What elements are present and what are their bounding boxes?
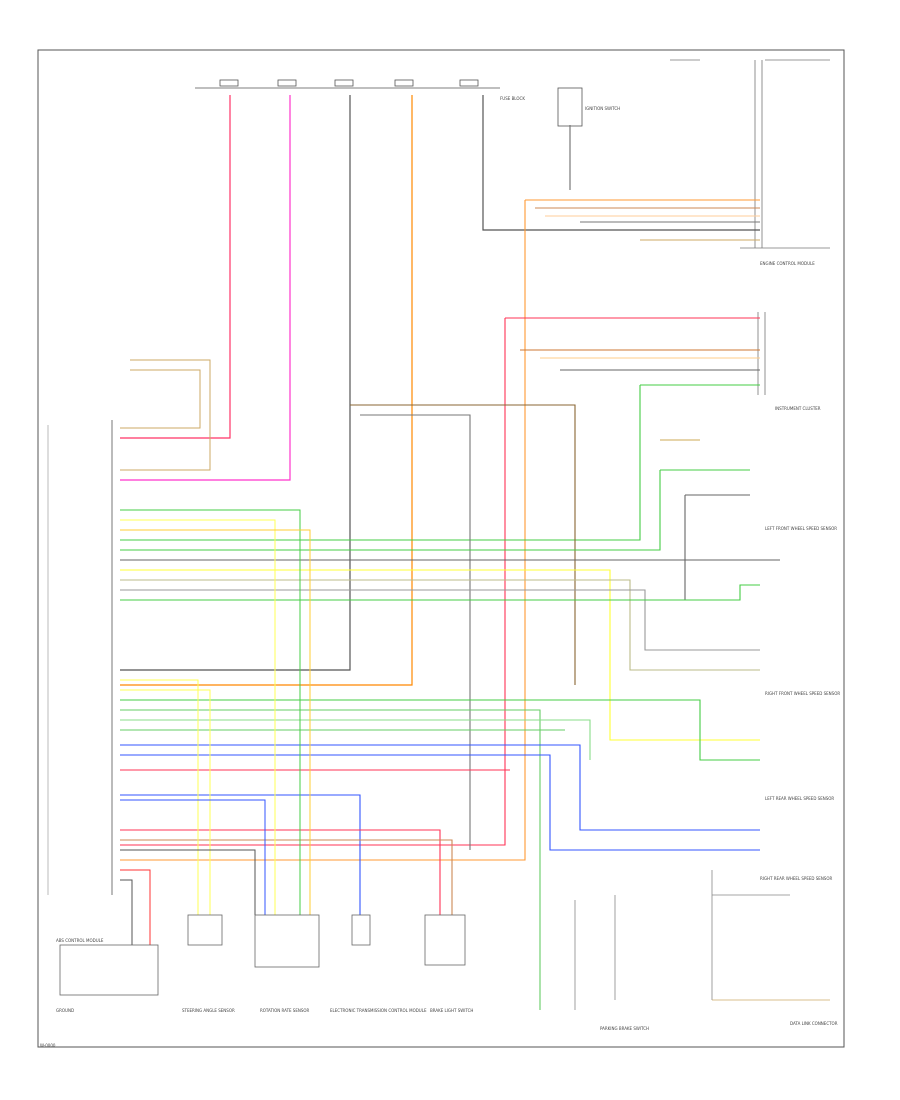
- footer-code: W-0000: [40, 1043, 56, 1048]
- parking-brake-label: PARKING BRAKE SWITCH: [600, 1026, 649, 1031]
- bottom-connectors: [59, 914, 466, 996]
- rr-speed-sensor-label: RIGHT REAR WHEEL SPEED SENSOR: [760, 876, 832, 881]
- transmission-control-label: ELECTRONIC TRANSMISSION CONTROL MODULE: [330, 1008, 427, 1013]
- lr-speed-sensor-label: LEFT REAR WHEEL SPEED SENSOR: [765, 796, 834, 801]
- rf-speed-sensor-label: RIGHT FRONT WHEEL SPEED SENSOR: [765, 691, 840, 696]
- abs-pin-stubs: [100, 359, 311, 966]
- lf-speed-sensor-label: LEFT FRONT WHEEL SPEED SENSOR: [765, 526, 837, 531]
- instrument-cluster: [757, 312, 766, 395]
- ignition-switch-label: IGNITION SWITCH: [585, 106, 620, 111]
- harness-lines: [120, 199, 780, 1010]
- instrument-cluster-label: INSTRUMENT CLUSTER: [775, 406, 821, 411]
- engine-control-label: ENGINE CONTROL MODULE: [760, 261, 815, 266]
- ground-label: GROUND: [56, 1008, 74, 1013]
- vertical-wires: [120, 95, 760, 686]
- fuse-block-label: FUSE BLOCK: [500, 96, 525, 101]
- diagram-frame: [37, 49, 845, 1048]
- abs-control-module-label: ABS CONTROL MODULE: [56, 938, 104, 943]
- rotation-rate-sensor-label: ROTATION RATE SENSOR: [260, 1008, 310, 1013]
- steering-angle-sensor-label: STEERING ANGLE SENSOR: [182, 1008, 235, 1013]
- fuse-row: [195, 79, 583, 127]
- data-link-label: DATA LINK CONNECTOR: [790, 1021, 838, 1026]
- brake-light-switch-label: BRAKE LIGHT SWITCH: [430, 1008, 473, 1013]
- engine-control-module: [670, 59, 830, 249]
- brake-switch-area: [574, 870, 830, 1010]
